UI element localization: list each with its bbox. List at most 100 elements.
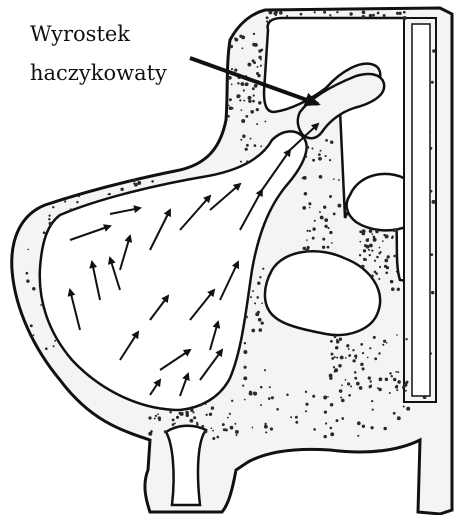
stipple-dot xyxy=(260,65,262,67)
stipple-dot xyxy=(245,84,247,86)
stipple-dot xyxy=(245,148,248,151)
stipple-dot xyxy=(286,15,288,17)
stipple-dot xyxy=(242,134,245,137)
stipple-dot xyxy=(230,45,233,48)
stipple-dot xyxy=(368,249,370,251)
stipple-dot xyxy=(356,382,360,386)
stipple-dot xyxy=(336,339,338,341)
stipple-dot xyxy=(338,179,340,181)
stipple-dot xyxy=(379,377,383,381)
stipple-dot xyxy=(362,367,365,370)
stipple-dot xyxy=(248,96,252,100)
stipple-dot xyxy=(158,416,161,419)
stipple-dot xyxy=(348,354,351,357)
stipple-dot xyxy=(383,14,386,17)
stipple-dot xyxy=(53,345,55,347)
stipple-dot xyxy=(259,328,263,332)
stipple-dot xyxy=(32,334,34,336)
stipple-dot xyxy=(403,16,407,20)
stipple-dot xyxy=(52,206,54,208)
stipple-dot xyxy=(318,153,321,156)
stipple-dot xyxy=(371,233,373,235)
stipple-dot xyxy=(391,287,395,291)
stipple-dot xyxy=(374,357,377,360)
stipple-dot xyxy=(371,249,373,251)
stipple-dot xyxy=(234,68,237,71)
stipple-dot xyxy=(48,218,50,220)
stipple-dot xyxy=(357,421,361,425)
stipple-dot xyxy=(268,10,272,14)
stipple-dot xyxy=(339,338,342,341)
stipple-dot xyxy=(311,147,313,149)
stipple-dot xyxy=(390,280,394,284)
stipple-dot xyxy=(269,20,271,22)
stipple-dot xyxy=(323,206,326,209)
stipple-dot xyxy=(306,239,308,241)
stipple-dot xyxy=(349,12,352,15)
stipple-dot xyxy=(320,150,322,152)
stipple-dot xyxy=(169,411,172,414)
stipple-dot xyxy=(205,403,207,405)
stipple-dot xyxy=(196,422,198,424)
stipple-dot xyxy=(384,259,388,263)
stipple-dot xyxy=(242,385,244,387)
stipple-dot xyxy=(362,229,366,233)
stipple-dot xyxy=(300,13,303,16)
stipple-dot xyxy=(329,374,333,378)
stipple-dot xyxy=(30,324,33,327)
stipple-dot xyxy=(270,427,273,430)
stipple-dot xyxy=(324,435,327,438)
stipple-dot xyxy=(302,206,306,210)
stipple-dot xyxy=(260,386,263,389)
stipple-dot xyxy=(336,11,338,13)
stipple-dot xyxy=(266,16,269,19)
stipple-dot xyxy=(258,101,261,104)
stipple-dot xyxy=(398,12,401,15)
stipple-dot xyxy=(313,428,316,431)
stipple-dot xyxy=(373,336,376,339)
stipple-dot xyxy=(305,145,309,149)
stipple-dot xyxy=(264,120,266,122)
stipple-dot xyxy=(327,396,329,398)
stipple-dot xyxy=(257,311,260,314)
stipple-dot xyxy=(133,182,135,184)
stipple-dot xyxy=(257,74,260,77)
stipple-dot xyxy=(256,296,259,299)
stipple-dot xyxy=(333,178,335,180)
stipple-dot xyxy=(331,357,334,360)
stipple-dot xyxy=(252,43,256,47)
stipple-dot xyxy=(252,290,254,292)
stipple-dot xyxy=(387,255,390,258)
stipple-dot xyxy=(327,246,330,249)
stipple-dot xyxy=(341,384,343,386)
stipple-dot xyxy=(397,288,400,291)
stipple-dot xyxy=(357,435,359,437)
stipple-dot xyxy=(372,14,375,17)
stipple-dot xyxy=(334,356,336,358)
stipple-dot xyxy=(155,415,157,417)
stipple-dot xyxy=(347,382,350,385)
stipple-dot xyxy=(308,202,311,205)
stipple-dot xyxy=(133,179,136,182)
stipple-dot xyxy=(383,427,387,431)
stipple-dot xyxy=(212,430,214,432)
stipple-dot xyxy=(329,14,331,16)
stipple-dot xyxy=(250,296,252,298)
stipple-dot xyxy=(305,156,307,158)
stipple-dot xyxy=(369,229,373,233)
stipple-dot xyxy=(261,49,264,52)
stipple-dot xyxy=(154,418,156,420)
stipple-dot xyxy=(385,378,388,381)
stipple-dot xyxy=(70,208,73,211)
stipple-dot xyxy=(393,412,396,415)
stipple-dot xyxy=(322,238,325,241)
stipple-dot xyxy=(261,302,263,304)
stipple-dot xyxy=(430,352,432,354)
stipple-dot xyxy=(363,249,366,252)
stipple-dot xyxy=(340,397,342,399)
stipple-dot xyxy=(431,81,434,84)
stipple-dot xyxy=(237,82,239,84)
stipple-dot xyxy=(204,430,207,433)
stipple-dot xyxy=(236,434,238,436)
